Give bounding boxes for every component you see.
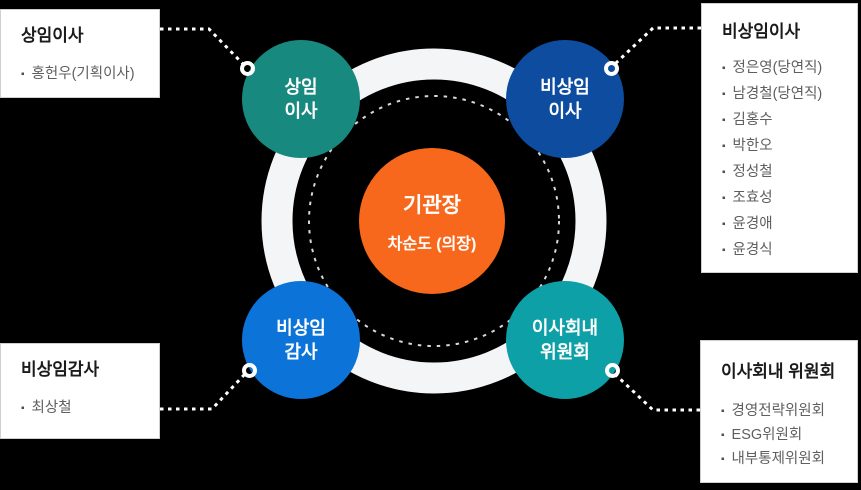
bullet-icon: ▪ xyxy=(722,245,726,256)
bullet-icon: ▪ xyxy=(722,193,726,204)
member-name: 윤경식 xyxy=(732,242,773,258)
chief-name: 차순도 (의장) xyxy=(387,235,477,253)
bullet-icon: ▪ xyxy=(722,115,726,126)
inner-dashed-ring xyxy=(308,95,560,347)
node-label-line: 이사회내 xyxy=(531,317,599,338)
node-label-line: 위원회 xyxy=(540,342,590,362)
node-label-line: 감사 xyxy=(284,342,318,362)
member-name: 정성철 xyxy=(732,164,773,180)
list-item: ▪ ESG위원회 xyxy=(721,424,837,448)
bullet-icon: ▪ xyxy=(721,430,725,441)
member-list: ▪ 홍헌우(기획이사) xyxy=(21,62,139,88)
list-item: ▪ 김홍수 xyxy=(722,108,837,134)
outer-ring xyxy=(261,48,607,394)
chief-title: 기관장 xyxy=(403,193,461,217)
connector-top-right xyxy=(614,26,701,65)
member-name: 남경철(당연직) xyxy=(732,86,823,102)
info-box-board-committees: 이사회내 위원회 ▪ 경영전략위원회 ▪ ESG위원회 ▪ 내부통제위원회 xyxy=(700,340,858,483)
bullet-icon: ▪ xyxy=(721,406,725,417)
list-item: ▪ 윤경애 xyxy=(722,212,837,238)
member-name: 윤경애 xyxy=(732,216,773,232)
info-box-standing-director: 상임이사 ▪ 홍헌우(기획이사) xyxy=(0,9,160,98)
member-list: ▪정은영(당연직) ▪남경철(당연직) ▪김홍수 ▪박한오 ▪정성철 ▪조효성 … xyxy=(722,56,837,264)
member-name: 김홍수 xyxy=(732,112,773,128)
node-board-committees: 이사회내 위원회 xyxy=(506,281,624,399)
node-label-line: 비상임 xyxy=(276,317,326,338)
list-item: ▪ 윤경식 xyxy=(722,238,837,264)
info-box-non-standing-director: 비상임이사 ▪ 정은영(당연직) ▪ 남경철(당연직) ▪ 김홍수 ▪ 박한오 ▪ 정성철… xyxy=(701,3,858,273)
member-name: 박한오 xyxy=(732,138,773,154)
list-item: ▪ 조효성 xyxy=(722,186,837,212)
node-label-line: 이사 xyxy=(284,101,318,121)
committee-name: 내부통제위원회 xyxy=(731,451,825,467)
bullet-icon: ▪ xyxy=(722,89,726,100)
list-item: ▪ 정성철 xyxy=(722,160,837,186)
bullet-icon: ▪ xyxy=(21,69,25,80)
node-chief-director: 기관장 차순도 (의장) xyxy=(359,148,505,294)
connector-endpoint-icon xyxy=(242,363,257,378)
box-title: 상임이사 xyxy=(21,26,84,45)
box-title: 비상임감사 xyxy=(21,360,100,379)
bullet-icon: ▪ xyxy=(722,141,726,152)
connector-endpoint-icon xyxy=(240,61,255,76)
bullet-icon: ▪ xyxy=(721,454,725,465)
connector-top-left xyxy=(160,27,245,66)
bullet-icon: ▪ xyxy=(21,403,25,414)
node-label-line: 상임 xyxy=(284,76,318,97)
connector-endpoint-icon xyxy=(605,363,620,378)
committee-name: 경영전략위원회 xyxy=(731,403,825,419)
bullet-icon: ▪ xyxy=(722,167,726,178)
connector-endpoint-icon xyxy=(604,61,619,76)
list-item: ▪ 남경철(당연직) xyxy=(722,82,837,108)
node-label-line: 비상임 xyxy=(540,76,590,97)
info-box-non-standing-auditor: 비상임감사 ▪ 최상철 xyxy=(0,343,160,439)
connector-bottom-right xyxy=(615,374,700,412)
list-item: ▪ 최상철 xyxy=(21,396,139,422)
node-label-line: 이사 xyxy=(548,101,582,121)
list-item: ▪ 정은영(당연직) xyxy=(722,56,837,82)
node-standing-director: 상임 이사 xyxy=(242,40,360,158)
bullet-icon: ▪ xyxy=(722,219,726,230)
committee-name: ESG위원회 xyxy=(731,427,803,443)
member-name: 조효성 xyxy=(732,190,773,206)
list-item: ▪ 홍헌우(기획이사) xyxy=(21,62,139,88)
member-name: 정은영(당연직) xyxy=(732,60,823,76)
box-title: 이사회내 위원회 xyxy=(721,362,836,381)
member-list: ▪ 최상철 xyxy=(21,396,139,422)
list-item: ▪ 경영전략위원회 xyxy=(721,400,837,424)
committee-list: ▪ 경영전략위원회 ▪ ESG위원회 ▪ 내부통제위원회 xyxy=(721,400,837,472)
member-name: 최상철 xyxy=(31,400,72,416)
connector-bottom-left xyxy=(160,373,246,411)
list-item: ▪ 내부통제위원회 xyxy=(721,448,837,472)
list-item: ▪ 박한오 xyxy=(722,134,837,160)
member-name: 홍헌우(기획이사) xyxy=(31,66,135,82)
node-non-standing-auditor: 비상임 감사 xyxy=(242,281,360,399)
node-non-standing-director: 비상임 이사 xyxy=(506,40,624,158)
box-title: 비상임이사 xyxy=(722,22,801,41)
bullet-icon: ▪ xyxy=(722,63,726,74)
